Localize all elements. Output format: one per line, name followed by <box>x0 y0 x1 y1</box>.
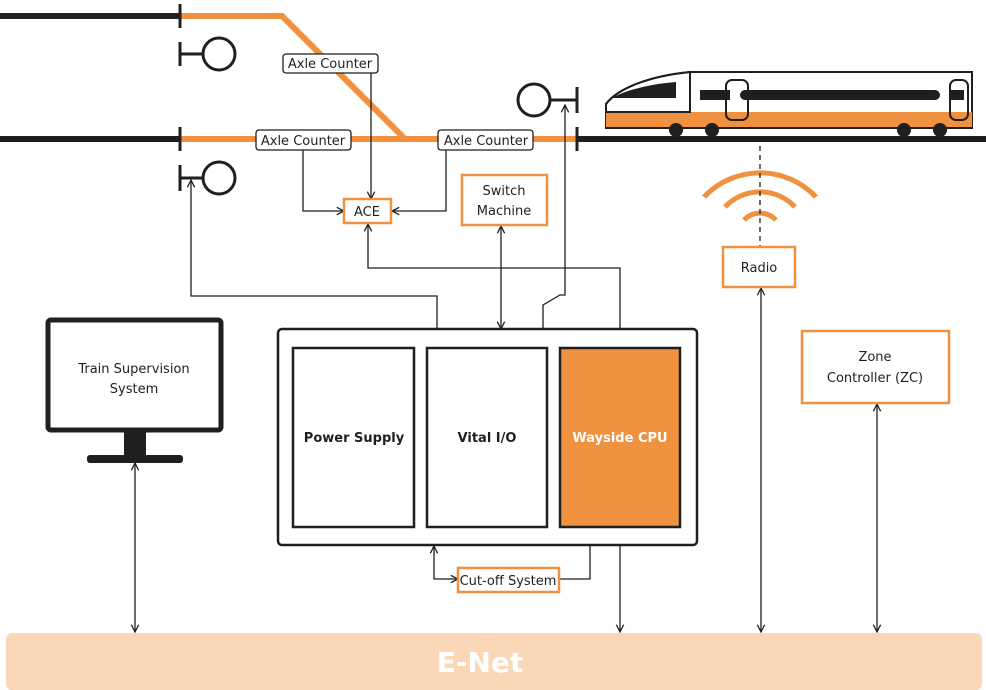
radio-waves-icon <box>702 146 818 246</box>
axle-counter-left: Axle Counter <box>255 129 352 151</box>
vital-io-module <box>425 346 549 529</box>
ace-label: ACE <box>354 205 380 220</box>
switch-machine-box: Switch Machine <box>460 173 549 227</box>
vital-io-label: Vital I/O <box>458 431 517 446</box>
radio-label: Radio <box>741 261 778 276</box>
train-supervision-label-line2: System <box>110 382 158 397</box>
signal-icon-upper <box>178 36 237 72</box>
axle-counter-top: Axle Counter <box>282 53 379 74</box>
enet-bar: E-Net <box>6 633 982 690</box>
axle-counter-right: Axle Counter <box>437 129 534 151</box>
power-supply-module <box>291 346 416 529</box>
cutoff-system-label: Cut-off System <box>460 574 557 589</box>
switch-machine-label-line2: Machine <box>477 204 531 219</box>
wayside-chassis: Power Supply Vital I/O Wayside CPU <box>276 327 699 547</box>
switch-machine-label-line1: Switch <box>483 184 526 199</box>
train-icon <box>605 70 973 137</box>
axle-counter-top-label: Axle Counter <box>288 57 373 72</box>
upper-track <box>0 4 408 142</box>
monitor-icon: Train Supervision System <box>45 317 224 463</box>
axle-counter-right-label: Axle Counter <box>444 134 529 149</box>
ace-box: ACE <box>342 197 393 225</box>
zone-controller-box: Zone Controller (ZC) <box>800 329 951 405</box>
axle-counter-left-label: Axle Counter <box>261 134 346 149</box>
signal-icon-right <box>516 82 579 118</box>
zone-controller-label-line2: Controller (ZC) <box>827 371 923 386</box>
signal-icon-lower <box>178 160 237 196</box>
wayside-cpu-label: Wayside CPU <box>572 431 667 446</box>
train-supervision-label-line1: Train Supervision <box>77 362 189 377</box>
enet-label: E-Net <box>437 646 524 679</box>
power-supply-label: Power Supply <box>304 431 405 446</box>
wayside-cpu-module <box>558 346 682 529</box>
radio-box: Radio <box>721 245 797 289</box>
cutoff-system-box: Cut-off System <box>456 566 561 594</box>
zone-controller-label-line1: Zone <box>858 350 891 365</box>
